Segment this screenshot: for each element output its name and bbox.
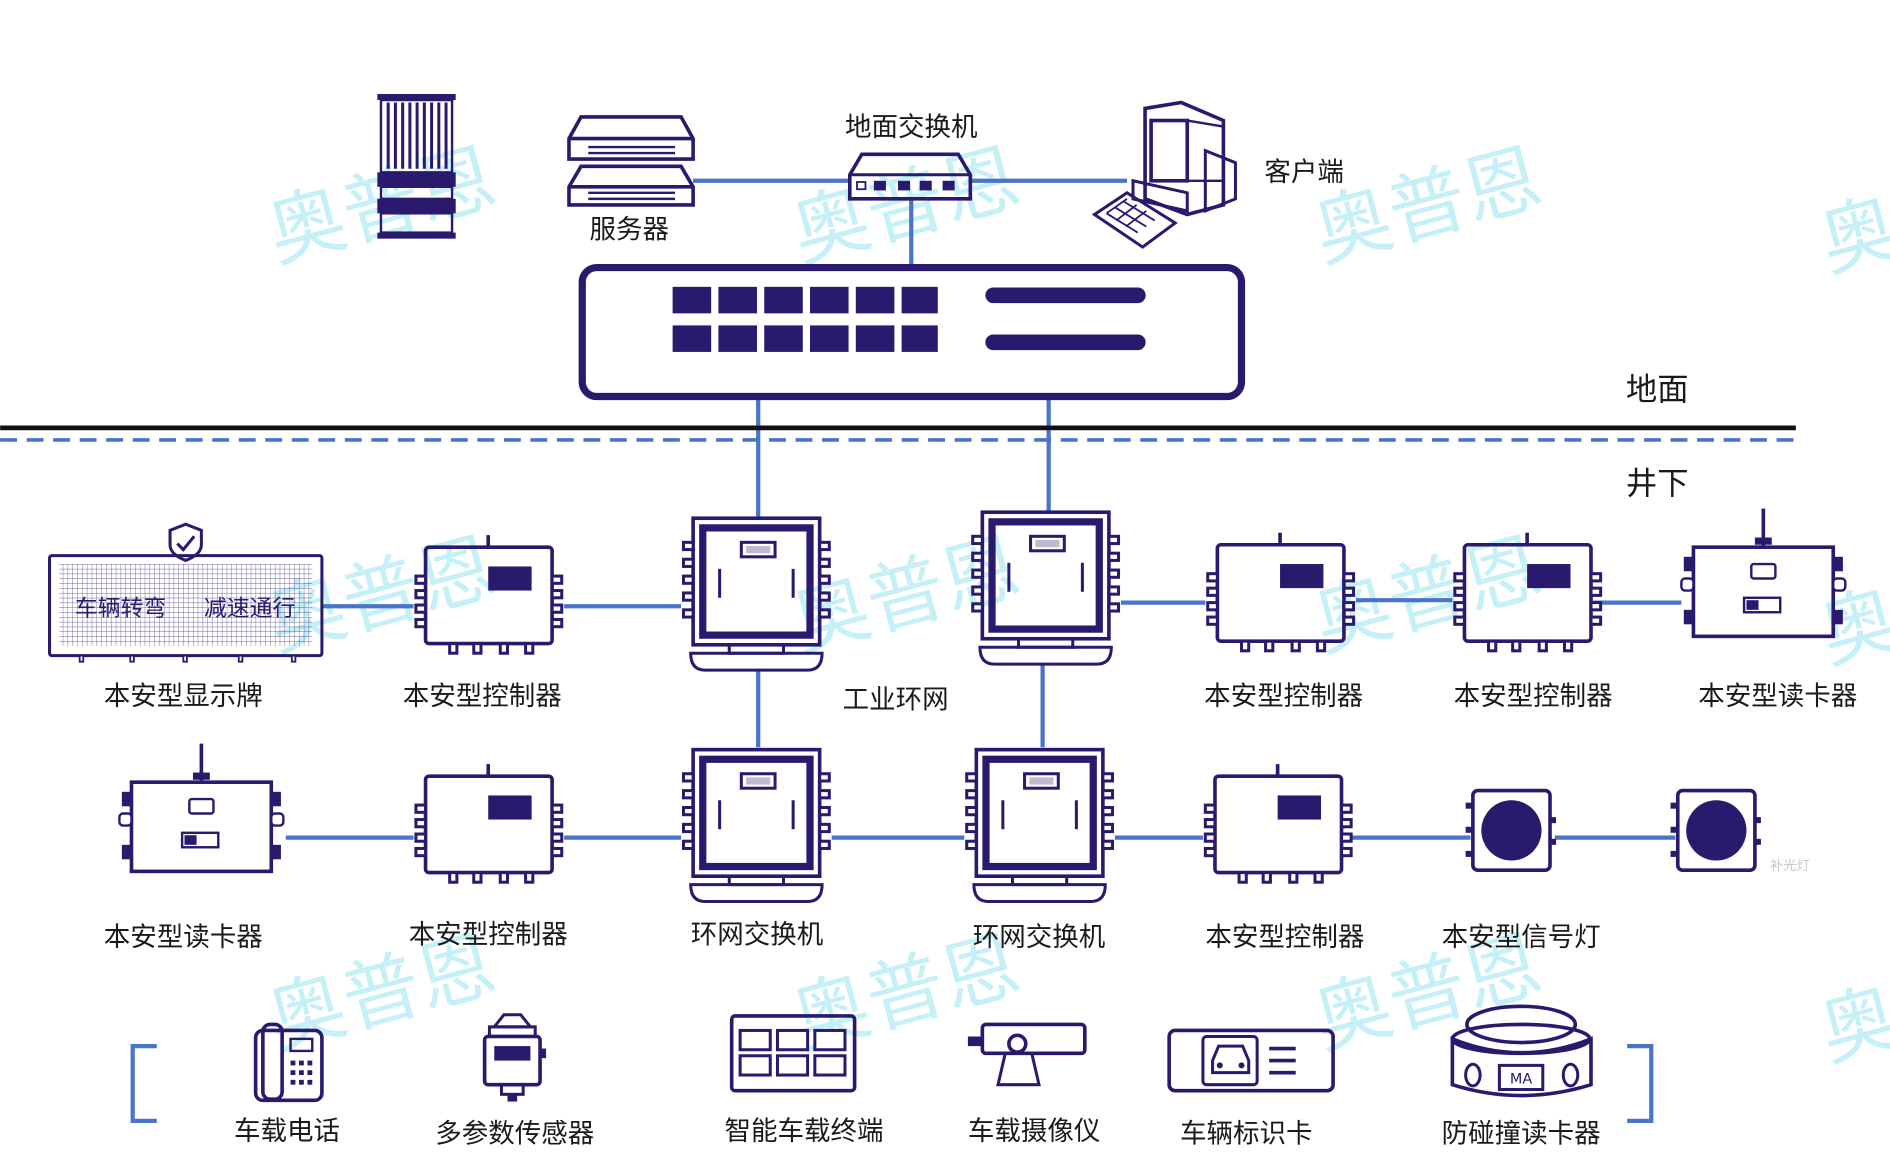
display-board-label: 本安型显示牌 bbox=[104, 681, 263, 712]
vehicle-device-label: 多参数传感器 bbox=[435, 1119, 594, 1150]
signal-light-label: 本安型信号灯 bbox=[1442, 922, 1601, 953]
ground-switch-label: 地面交换机 bbox=[845, 112, 978, 143]
ring-switch-icon bbox=[683, 750, 829, 902]
controller-label: 本安型控制器 bbox=[403, 681, 562, 712]
watermark: 奥普恩 bbox=[1810, 932, 1890, 1079]
zone-underground-label: 井下 bbox=[1626, 466, 1689, 502]
vehicle-terminal-icon bbox=[729, 1014, 857, 1093]
vehicle-device-label: 防碰撞读卡器 bbox=[1442, 1119, 1601, 1150]
watermark: 奥普恩 bbox=[1810, 534, 1890, 681]
display-board-icon bbox=[48, 522, 324, 663]
client-computer-icon bbox=[1091, 100, 1237, 249]
reader-ma-mark: MA bbox=[1510, 1071, 1532, 1087]
vehicle-device-label: 车载摄像仪 bbox=[968, 1116, 1101, 1147]
fill-light-label: 补光灯 bbox=[1770, 858, 1810, 874]
ring-switch-icon bbox=[967, 750, 1113, 902]
anti-collision-reader-icon: MA bbox=[1450, 1004, 1593, 1098]
controller-label: 本安型控制器 bbox=[1454, 681, 1613, 712]
signal-light-icon bbox=[1463, 788, 1558, 872]
card-reader-label: 本安型读卡器 bbox=[104, 922, 263, 953]
industrial-ring-label: 工业环网 bbox=[843, 685, 949, 716]
vehicle-device-label: 车辆标识卡 bbox=[1180, 1119, 1312, 1150]
signal-light-icon bbox=[1668, 788, 1763, 872]
controller-label: 本安型控制器 bbox=[1204, 681, 1363, 712]
multi-parameter-sensor-icon bbox=[482, 1013, 547, 1102]
server-icon bbox=[567, 115, 695, 207]
watermark: 奥普恩 bbox=[1304, 133, 1551, 280]
ring-switch-label: 环网交换机 bbox=[691, 920, 824, 951]
server-label: 服务器 bbox=[589, 215, 668, 246]
vehicle-device-label: 智能车载终端 bbox=[724, 1116, 883, 1147]
vehicle-device-label: 车载电话 bbox=[234, 1116, 340, 1147]
intrinsic-controller-icon bbox=[414, 762, 564, 885]
vehicle-id-card-icon bbox=[1167, 1028, 1335, 1093]
vehicle-phone-icon bbox=[253, 1022, 324, 1103]
zone-ground-label: 地面 bbox=[1626, 372, 1689, 408]
ring-switch-icon bbox=[973, 512, 1119, 664]
vehicle-camera-icon bbox=[967, 1022, 1087, 1087]
vehicle-group-bracket bbox=[130, 1044, 1654, 1123]
card-reader-icon bbox=[117, 741, 286, 874]
watermark: 奥普恩 bbox=[1810, 143, 1890, 290]
display-board-text-left: 车辆转弯 bbox=[75, 596, 167, 622]
intrinsic-controller-icon bbox=[1203, 762, 1353, 885]
core-switch-icon bbox=[578, 263, 1246, 401]
server-rack-icon bbox=[377, 94, 456, 239]
display-board-text-right: 减速通行 bbox=[204, 596, 296, 622]
network-links bbox=[285, 178, 1682, 840]
card-reader-label: 本安型读卡器 bbox=[1698, 681, 1857, 712]
ring-switch-label: 环网交换机 bbox=[973, 922, 1106, 953]
controller-label: 本安型控制器 bbox=[1205, 922, 1364, 953]
controller-label: 本安型控制器 bbox=[409, 920, 568, 951]
ground-switch-icon bbox=[847, 152, 973, 201]
client-label: 客户端 bbox=[1264, 157, 1344, 188]
